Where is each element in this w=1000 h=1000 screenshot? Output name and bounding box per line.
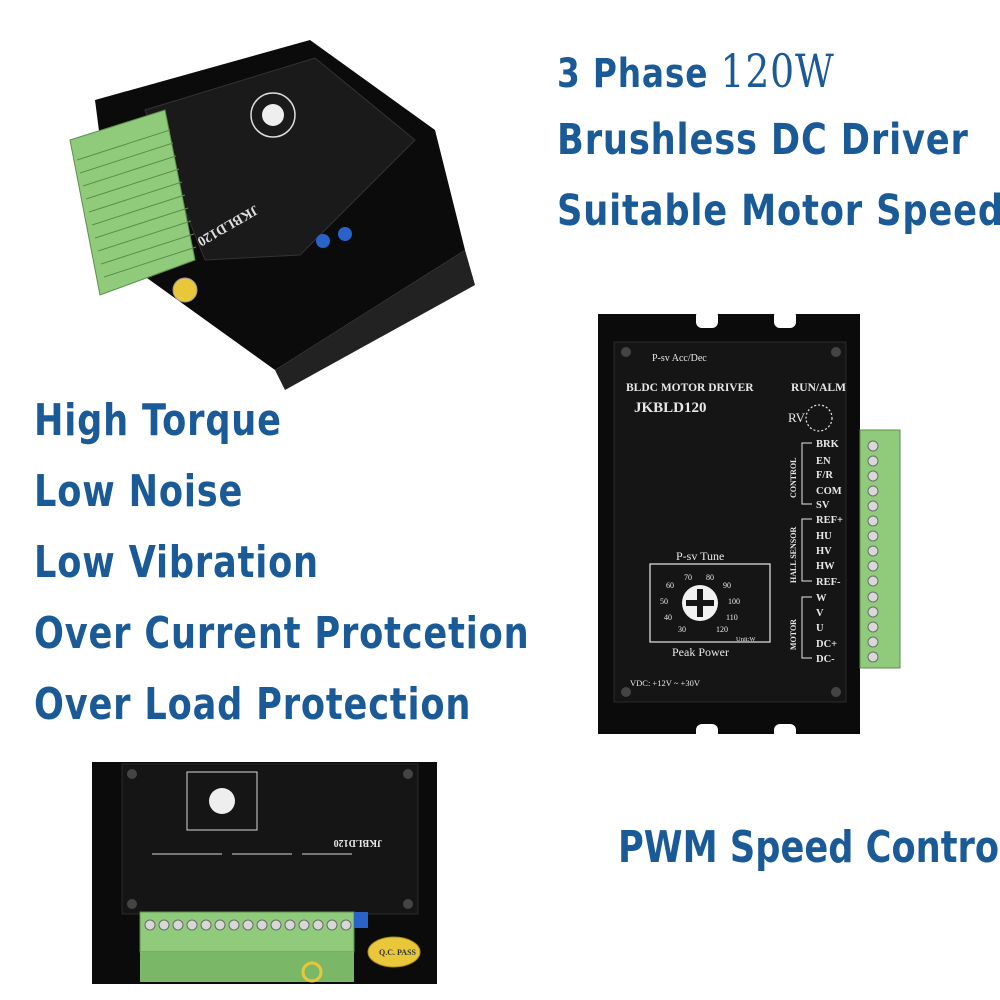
flat-model-label: JKBLD120 <box>334 837 382 848</box>
model-label: JKBLD120 <box>634 400 707 416</box>
control-group-label: CONTROL <box>789 458 798 498</box>
rv-label: RV <box>788 410 806 425</box>
peak-power-label: Peak Power <box>672 645 729 659</box>
pin-label: U <box>816 623 824 634</box>
dial-value: 70 <box>684 573 692 582</box>
headline-power: 120W <box>720 44 835 98</box>
feature-item: Low Noise <box>34 466 244 517</box>
pin-label: F/R <box>816 470 833 481</box>
headline-line2: Brushless DC Driver <box>557 115 969 165</box>
vdc-label: VDC: +12V ~ +30V <box>630 678 701 688</box>
dial-value: 120 <box>716 625 728 634</box>
feature-item: Low Vibration <box>34 537 319 588</box>
unit-label: Unit:W <box>736 636 756 643</box>
feature-item: High Torque <box>34 395 282 446</box>
dial-value: 30 <box>678 625 686 634</box>
headline-line1: 3 Phase 120W <box>557 44 835 98</box>
driver-photo-front: P-sv Acc/Dec BLDC MOTOR DRIVER RUN/ALM J… <box>598 310 901 740</box>
qc-pass-badge: Q.C. PASS <box>379 948 417 957</box>
pin-label: DC+ <box>816 639 837 650</box>
feature-item: Over Load Protection <box>34 679 472 730</box>
pin-label: DC- <box>816 654 835 665</box>
pin-label: HV <box>816 546 832 557</box>
hall-group-label: HALL SENSOR <box>789 527 798 583</box>
pin-label: SV <box>816 500 830 511</box>
pin-label: REF+ <box>816 515 843 526</box>
dial-value: 60 <box>666 581 674 590</box>
dial-value: 110 <box>726 613 738 622</box>
dial-value: 80 <box>706 573 714 582</box>
dial-value: 50 <box>660 597 668 606</box>
run-alm-label: RUN/ALM <box>791 382 846 394</box>
rv-potentiometer-icon <box>805 404 833 432</box>
pin-label: COM <box>816 486 842 497</box>
pin-label: BRK <box>816 439 840 450</box>
motor-group-label: MOTOR <box>789 619 798 650</box>
dial-value: 100 <box>728 597 740 606</box>
driver-title: BLDC MOTOR DRIVER <box>626 382 754 394</box>
pin-label: HU <box>816 531 832 542</box>
feature-item: Over Current Protcetion <box>34 608 530 659</box>
dial-value: 40 <box>664 613 672 622</box>
pin-label: EN <box>816 456 831 467</box>
dial-value: 90 <box>723 581 731 590</box>
pin-label: HW <box>816 561 835 572</box>
accel-label: P-sv Acc/Dec <box>652 353 707 364</box>
headline-line3: Suitable Motor Speed: <box>557 186 1000 236</box>
pin-label: V <box>816 608 824 619</box>
headline-prefix: 3 Phase <box>557 51 721 97</box>
driver-photo-angled: JKBLD120 <box>69 40 475 390</box>
terminal-block <box>859 429 901 669</box>
pin-label: W <box>816 593 827 604</box>
driver-photo-flat: JKBLD120 Q.C. PASS <box>92 762 437 984</box>
tune-label: P-sv Tune <box>676 549 724 563</box>
pin-label: REF- <box>816 577 841 588</box>
flat-terminal-block <box>139 911 355 953</box>
pwm-speed-control: PWM Speed Control <box>618 822 1000 873</box>
feature-list: High Torque Low Noise Low Vibration Over… <box>34 385 653 740</box>
